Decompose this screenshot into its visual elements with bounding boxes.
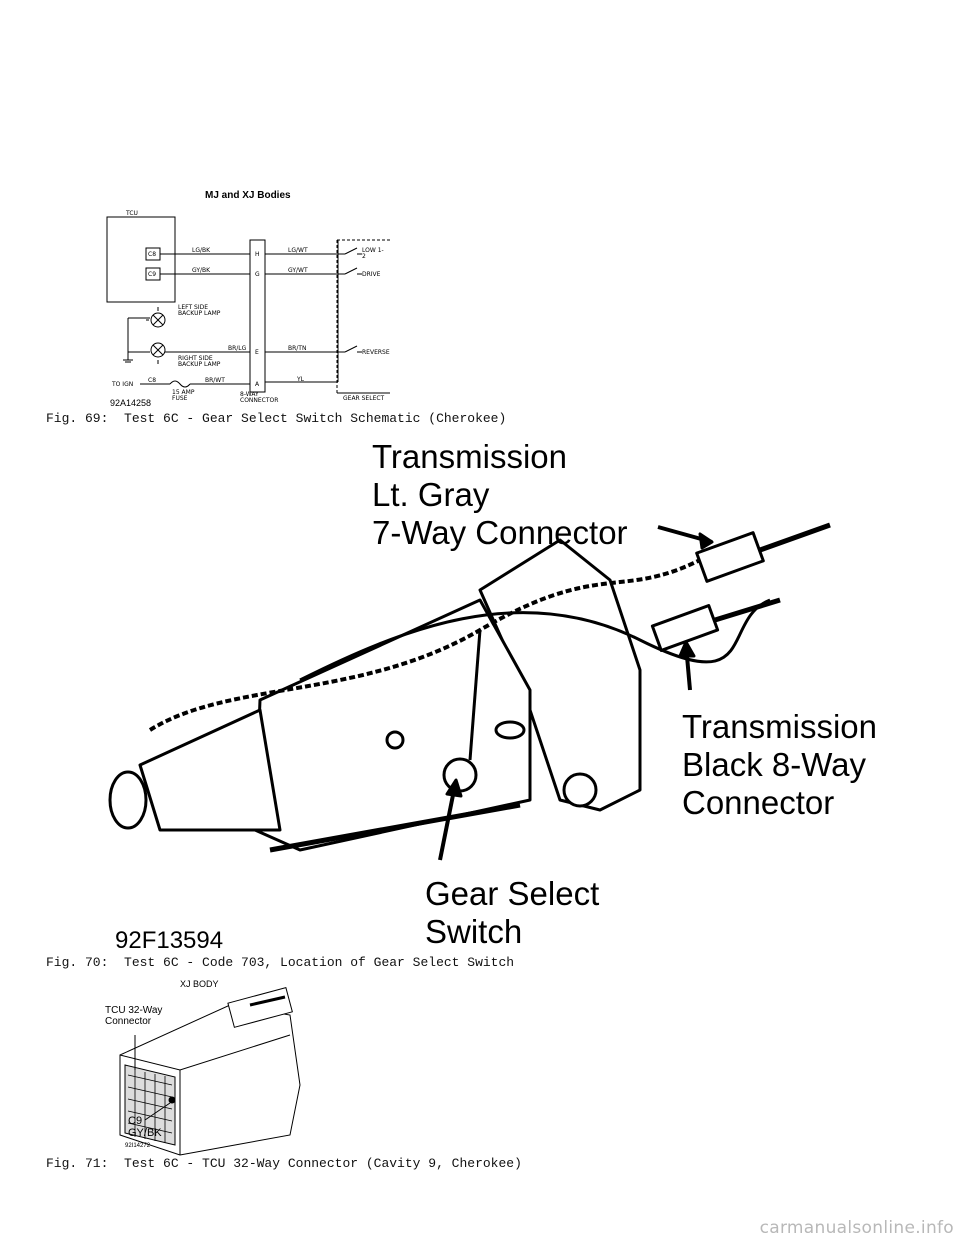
label-8-way-line-1: Transmission [682,708,877,745]
label-7-way-connector: Transmission Lt. Gray 7-Way Connector [372,438,628,552]
to-ign-label: TO IGN [112,381,134,388]
wire-yl: YL [297,376,305,383]
schematic-title: MJ and XJ Bodies [205,190,291,201]
conn-letter-g: G [255,271,260,278]
label-8-way-connector: Transmission Black 8-Way Connector [682,708,877,822]
tcu-connector-drawing [119,987,301,1156]
conn-letter-h: H [255,251,260,258]
switch-drive: DRIVE [362,271,381,278]
left-lamp-label: LEFT SIDE BACKUP LAMP [178,304,221,317]
label-7-way-line-3: 7-Way Connector [372,514,628,551]
wire-br-lg: BR/LG [228,345,247,352]
transmission-drawing [108,522,831,861]
pin-c9: C9 [148,271,157,278]
cavity-line-2: GY/BK [128,1127,162,1139]
tcu-connector-line-2: Connector [105,1016,152,1027]
conn-letter-e: E [255,349,259,356]
wire-lg-bk: LG/BK [192,247,211,254]
watermark: carmanualsonline.info [759,1218,954,1238]
label-gear-line-1: Gear Select [425,875,600,912]
label-8-way-line-3: Connector [682,784,835,821]
label-8-way-line-2: Black 8-Way [682,746,866,783]
right-lamp-label: RIGHT SIDE BACKUP LAMP [178,355,221,368]
figure-69-schematic: MJ and XJ Bodies TCU C8 C9 LG/BK GY/BK L… [0,0,960,430]
wire-br-tn: BR/TN [288,345,307,352]
figure-70-code: 92F13594 [115,927,224,954]
connector-label: 8-WAY CONNECTOR [240,391,279,404]
figure-71-caption: Fig. 71: Test 6C - TCU 32-Way Connector … [46,1156,522,1171]
cavity-line-1: C9 [128,1115,143,1127]
switch-low: LOW 1-2 [362,247,384,260]
tcu-connector-line-1: TCU 32-Way [105,1005,163,1016]
label-gear-select-switch: Gear Select Switch [425,875,599,951]
tcu-connector-label: TCU 32-Way Connector [105,1005,162,1027]
wire-br-wt: BR/WT [205,377,225,384]
gear-select-label: GEAR SELECT [343,395,385,402]
wire-gy-wt: GY/WT [288,267,308,274]
label-gear-line-2: Switch [425,913,523,950]
figure-69-code: 92A14258 [110,398,152,408]
label-7-way-line-1: Transmission [372,438,567,475]
schematic-drawing [106,216,390,394]
wire-gy-bk: GY/BK [192,267,211,274]
tcu-label: TCU [126,210,138,217]
wire-lg-wt: LG/WT [288,247,308,254]
conn-letter-a: A [255,381,260,388]
pin-c8: C8 [148,251,157,258]
fuse-c8: C8 [148,377,157,384]
figure-70-transmission: Transmission Lt. Gray 7-Way Connector Tr… [0,430,960,970]
figure-71-code: 92I14272 [125,1143,151,1149]
figure-69-caption: Fig. 69: Test 6C - Gear Select Switch Sc… [46,411,507,426]
switch-reverse: REVERSE [362,349,390,356]
label-7-way-line-2: Lt. Gray [372,476,490,513]
xj-body-title: XJ BODY [180,979,219,989]
figure-71-tcu-connector: XJ BODY TCU 32-Way Connector C9 GY/BK 92… [0,975,960,1156]
fuse-label: 15 AMP FUSE [172,389,195,402]
figure-70-caption: Fig. 70: Test 6C - Code 703, Location of… [46,955,515,970]
cavity-label: C9 GY/BK [128,1115,162,1139]
